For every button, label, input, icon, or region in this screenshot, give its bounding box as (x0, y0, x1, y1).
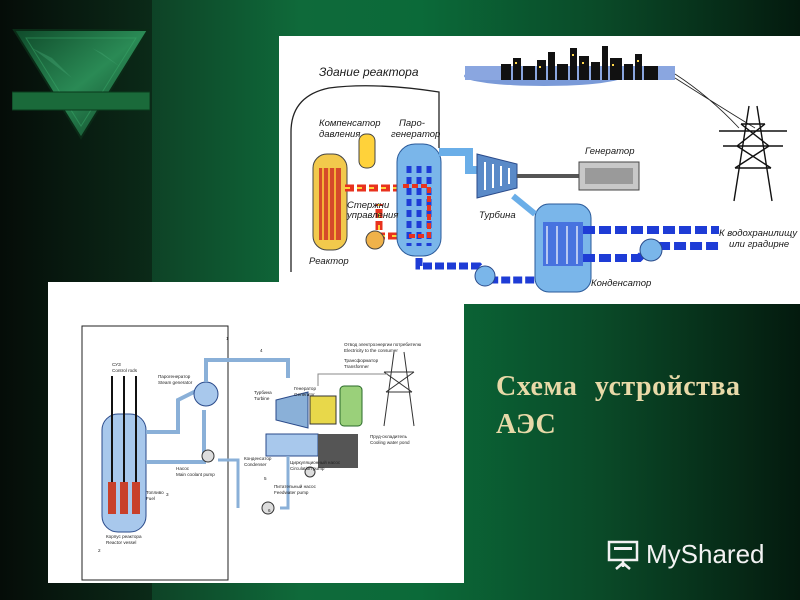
label-steam-gen-2: генератор (391, 129, 440, 140)
circ-pump-icon (304, 466, 316, 478)
label-control-rods-en: Control rods (112, 368, 138, 373)
turbine-icon (275, 391, 309, 429)
label-transformer-ru: Трансформатор (344, 358, 379, 363)
generator-icon (578, 161, 640, 191)
label-pump-en: Main coolant pump (176, 472, 215, 477)
num-1: 1 (226, 336, 229, 341)
city-skyline-icon (464, 46, 675, 86)
label-feed-pump-en: Feedwater pump (274, 490, 309, 495)
label-steam-gen-1: Паро- (399, 118, 425, 129)
label-generator: Генератор (585, 146, 635, 157)
label-generator-ru: Генератор (294, 386, 316, 391)
label-output-ru: Отвод электроэнергии потребителю (344, 342, 422, 347)
label-pressurizer-2: давления (319, 129, 360, 140)
label-control-rods-2: управления (346, 210, 398, 221)
bottom-npp-diagram: 1 2 3 4 5 6 СУЗ Control rods Парогенерат… (48, 282, 464, 583)
label-steam-gen-ru: Парогенератор (158, 374, 191, 379)
label-generator-en: Generator (294, 392, 315, 397)
slide-title-line1: Схема устройства (496, 371, 741, 402)
label-condenser-en: Condenser (244, 462, 267, 467)
feed-pump-icon (261, 501, 275, 515)
label-vessel-ru: Корпус реактора (106, 534, 142, 539)
reactor-vessel-icon (101, 376, 147, 533)
slide-title: Схема устройства АЭС (496, 368, 786, 444)
label-steam-gen-en: Steam generator (158, 380, 193, 385)
label-circ-pump-ru: Циркуляционный насос (290, 459, 341, 465)
label-transformer-en: Transformer (344, 364, 369, 369)
label-cooling-pond-ru: Пруд-охладитель (370, 434, 408, 439)
pump-icon (201, 449, 215, 463)
label-control-rods-1: Стержни (347, 200, 390, 211)
label-fuel-en: Fuel (146, 496, 155, 501)
transmission-tower-icon (719, 105, 787, 202)
generator-icon (309, 395, 337, 425)
turbine-icon (476, 153, 518, 199)
label-turbine: Турбина (479, 210, 516, 221)
label-vessel-en: Reactor vessel (106, 540, 136, 545)
num-6: 6 (268, 508, 271, 513)
label-condenser: Конденсатор (591, 278, 651, 289)
condenser-icon (265, 433, 319, 457)
slide-title-line2: АЭС (496, 409, 557, 440)
transformer-icon (339, 385, 363, 427)
label-cooling-pond-en: Cooling water pond (370, 440, 410, 445)
transmission-tower-icon (383, 351, 415, 427)
label-feed-pump-ru: Питательный насос (274, 483, 317, 489)
steam-generator-icon (193, 381, 219, 407)
watermark: MyShared (606, 534, 765, 574)
label-control-rods-ru: СУЗ (112, 362, 121, 367)
label-reactor: Реактор (309, 256, 349, 267)
steam-generator-icon (396, 143, 442, 257)
label-cooling-2: или градирне (729, 239, 789, 250)
reactor-vessel-icon (312, 153, 348, 251)
num-3: 3 (166, 492, 169, 497)
watermark-text: MyShared (646, 538, 765, 569)
label-pressurizer-1: Компенсатор (319, 118, 381, 129)
label-reactor-building: Здание реактора (319, 65, 419, 79)
num-4: 4 (260, 348, 263, 353)
top-npp-diagram: Здание реактора Компенсатор давления Пар… (279, 36, 800, 304)
num-5: 5 (264, 476, 267, 481)
cooling-pond-icon (318, 434, 358, 468)
label-circ-pump-en: Circulation pump (290, 466, 325, 471)
label-output-en: Electricity to the consumer (344, 348, 398, 353)
presentation-board-icon (607, 540, 639, 570)
label-turbine-ru: Турбина (254, 390, 272, 395)
label-fuel-ru: Топливо (146, 490, 164, 495)
triangle-logo-icon (12, 29, 150, 140)
label-turbine-en: Turbine (254, 396, 270, 401)
condenser-icon (534, 203, 592, 293)
label-cooling-1: К водохранилищу (719, 228, 798, 239)
label-pump-ru: Насос (176, 466, 190, 471)
label-condenser-ru: Конденсатор (244, 456, 272, 461)
num-2: 2 (98, 548, 101, 553)
